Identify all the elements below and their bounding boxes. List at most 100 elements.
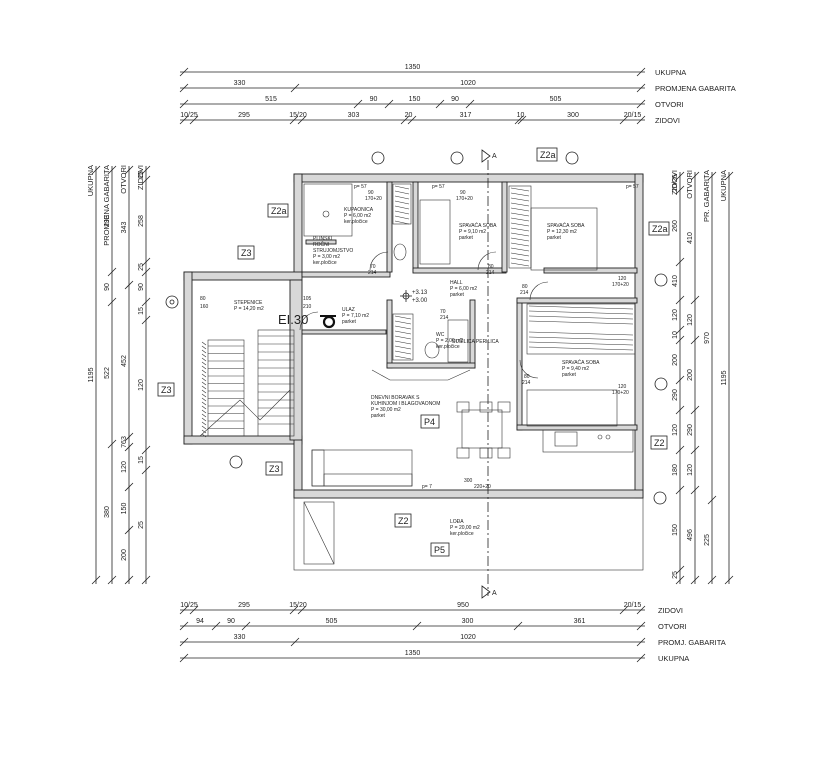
tag-z2a-left: Z2a bbox=[271, 206, 287, 216]
dim-left-seg-3-3: 90 bbox=[138, 283, 145, 291]
svg-text:LOĐA: LOĐA bbox=[450, 519, 464, 525]
railing-hatch bbox=[201, 429, 207, 434]
dim-right-seg-0-4: 10 bbox=[672, 331, 679, 339]
dim-right-seg-3-0: 1195 bbox=[721, 370, 728, 385]
tag-z2-bottom: Z2 bbox=[398, 516, 409, 526]
dim-bottom-tick-2-0 bbox=[179, 637, 189, 647]
dim-bottom-tick-1-0 bbox=[179, 621, 189, 631]
dim-right-tick-2-0 bbox=[707, 171, 717, 181]
railing-hatch bbox=[201, 425, 207, 430]
dim-left-tick-1-2 bbox=[107, 297, 117, 307]
dim-left-seg-2-4: 150 bbox=[121, 503, 128, 515]
room-lodja: LOĐA P = 20,00 m2 ker.pločice bbox=[450, 519, 480, 537]
dim-bottom-seg-1-0: 94 bbox=[196, 618, 204, 625]
dim-bottom-tick-1-1 bbox=[211, 621, 221, 631]
room-plinski: PLINSKI ROČNI STRUJOMJSTVO P = 3,00 m2 k… bbox=[313, 236, 353, 266]
dim-left-tick-1-0 bbox=[107, 165, 117, 175]
dim-top-tick-2-4 bbox=[465, 99, 475, 109]
railing-hatch bbox=[201, 373, 207, 378]
shelf-hatch bbox=[394, 205, 410, 210]
svg-text:80: 80 bbox=[200, 296, 206, 302]
room-spavaca-2: SPAVAĆA SOBA P = 12,30 m2 parket bbox=[547, 222, 585, 241]
shelf-hatch bbox=[394, 220, 410, 225]
svg-text:80: 80 bbox=[522, 284, 528, 290]
room-hall: HALL P = 6,00 m2 parket bbox=[450, 280, 477, 298]
dim-bottom-seg-1-4: 361 bbox=[574, 618, 586, 625]
dim-bottom-seg-2-1: 1020 bbox=[460, 634, 476, 641]
dim-right-label-3: UKUPNA bbox=[719, 170, 728, 201]
wardrobe-hatch bbox=[528, 331, 634, 336]
dim-left-seg-1-1: 90 bbox=[104, 283, 111, 291]
svg-text:SUŠILICA PERILICA: SUŠILICA PERILICA bbox=[452, 338, 499, 345]
dim-left-seg-0-0: 1195 bbox=[88, 367, 95, 382]
svg-text:ker.pločice: ker.pločice bbox=[450, 531, 474, 537]
dim-bottom-tick-1-3 bbox=[412, 621, 422, 631]
svg-text:WC: WC bbox=[436, 332, 445, 338]
dim-top-tick-3-0 bbox=[179, 115, 189, 125]
svg-text:ROČNI: ROČNI bbox=[313, 241, 329, 248]
dim-right-seg-1-3: 290 bbox=[687, 424, 694, 436]
shelf-hatch bbox=[394, 195, 410, 200]
tag-z2a-top: Z2a bbox=[540, 150, 556, 160]
room-spavaca-3: SPAVAĆA SOBA P = 9,40 m2 parket bbox=[562, 359, 600, 378]
svg-text:170+20: 170+20 bbox=[612, 282, 629, 288]
room-dnevni: DNEVNI BORAVAK S KUHINJOM I BLAGOVAONOM … bbox=[371, 395, 440, 419]
svg-text:parket: parket bbox=[342, 319, 357, 325]
svg-text:120: 120 bbox=[618, 384, 627, 390]
dim-left-seg-3-5: 120 bbox=[138, 379, 145, 391]
tag-p4: P4 bbox=[424, 417, 435, 427]
wardrobe-hatch bbox=[510, 227, 530, 232]
dim-top-label-0: UKUPNA bbox=[655, 68, 686, 77]
dim-top-tick-1-0 bbox=[179, 83, 189, 93]
wardrobe-hatch bbox=[510, 262, 530, 267]
dim-right-tick-2-2 bbox=[707, 575, 717, 585]
dim-right-seg-0-0: 20/25 bbox=[672, 174, 679, 192]
dim-right-tick-0-3 bbox=[675, 295, 685, 305]
svg-text:STRUJOMJSTVO: STRUJOMJSTVO bbox=[313, 248, 353, 254]
svg-text:P = 12,30 m2: P = 12,30 m2 bbox=[547, 229, 577, 235]
railing-hatch bbox=[201, 349, 207, 354]
railing-hatch bbox=[201, 413, 207, 418]
shower-hatch bbox=[394, 330, 412, 335]
dim-left-seg-2-5: 200 bbox=[121, 549, 128, 561]
dim-top-label-1: PROMJENA GABARITA bbox=[655, 84, 736, 93]
wardrobe-hatch bbox=[528, 310, 634, 315]
tag-z3-top: Z3 bbox=[241, 248, 252, 258]
dim-top-seg-1-1: 1020 bbox=[460, 80, 476, 87]
railing-hatch bbox=[201, 393, 207, 398]
dim-left-seg-1-0: 293 bbox=[104, 215, 111, 227]
dim-left-seg-3-4: 15 bbox=[138, 307, 145, 315]
wardrobe-hatch bbox=[510, 197, 530, 202]
shower-hatch bbox=[394, 350, 412, 355]
dim-left-tick-2-6 bbox=[124, 575, 134, 585]
wardrobe-hatch bbox=[510, 237, 530, 242]
dim-right-seg-0-8: 180 bbox=[672, 464, 679, 476]
tags: Z2a Z2a Z2a Z3 Z3 Z3 Z2 Z2 P4 P5 bbox=[157, 147, 670, 557]
staircase bbox=[199, 329, 295, 437]
dim-right-tick-1-0 bbox=[690, 171, 700, 181]
dim-top-seg-3-7: 300 bbox=[567, 112, 579, 119]
dim-top-tick-0-0 bbox=[179, 67, 189, 77]
railing-hatch bbox=[201, 405, 207, 410]
shelf-hatch bbox=[394, 210, 410, 215]
dim-right-tick-1-5 bbox=[690, 485, 700, 495]
dim-right-seg-0-6: 290 bbox=[672, 389, 679, 401]
dim-bottom-label-2: PROMJ. GABARITA bbox=[658, 638, 726, 647]
dim-top-seg-2-3: 90 bbox=[451, 96, 459, 103]
dim-left-seg-3-1: 258 bbox=[138, 215, 145, 227]
svg-text:220+20: 220+20 bbox=[474, 484, 491, 490]
dim-top-seg-3-6: 10 bbox=[517, 112, 525, 119]
wardrobe-hatch bbox=[510, 257, 530, 262]
dim-top-tick-3-3 bbox=[297, 115, 307, 125]
dim-left-tick-2-2 bbox=[124, 432, 134, 442]
dim-right-seg-2-0: 970 bbox=[704, 332, 711, 344]
shower-hatch bbox=[394, 355, 412, 360]
dim-left-tick-0-0 bbox=[91, 165, 101, 175]
dim-top-seg-3-0: 10/25 bbox=[180, 112, 198, 119]
dim-bottom-tick-0-5 bbox=[636, 605, 646, 615]
railing-hatch bbox=[201, 341, 207, 346]
dim-left-tick-2-0 bbox=[124, 165, 134, 175]
svg-text:KUPAONICA: KUPAONICA bbox=[344, 207, 374, 213]
railing-hatch bbox=[201, 357, 207, 362]
